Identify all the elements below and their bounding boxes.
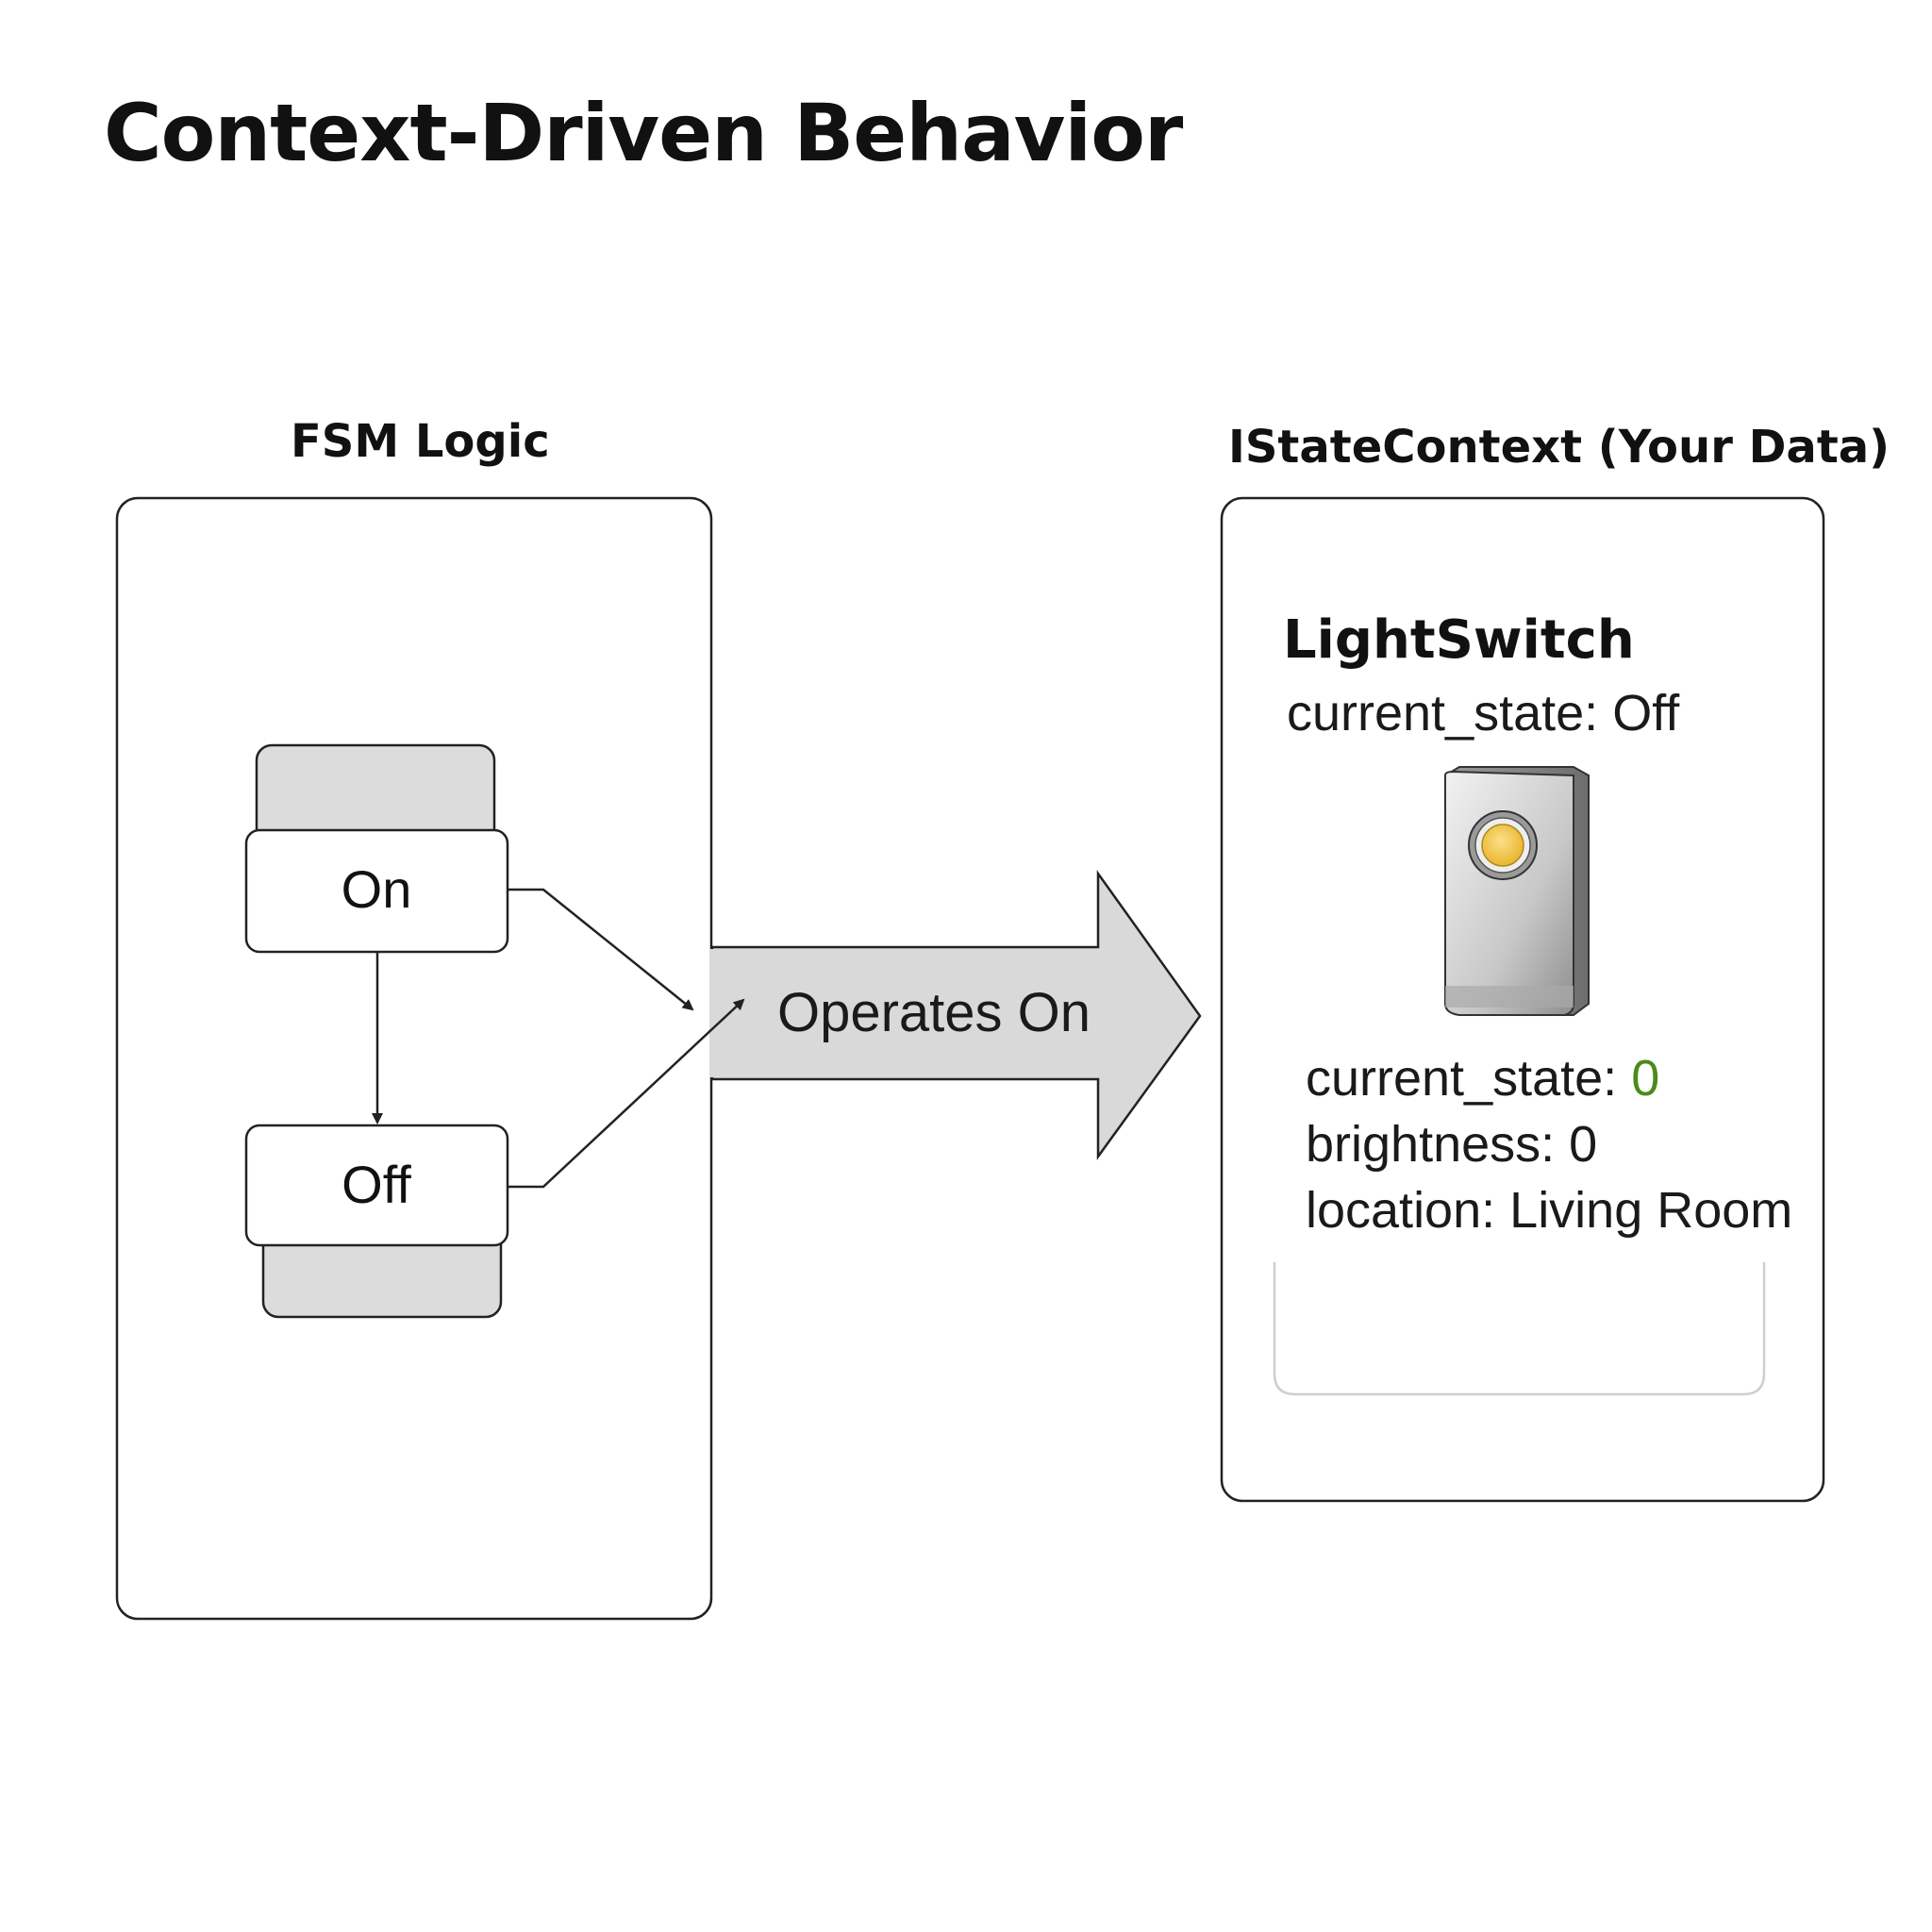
operates-on-arrow bbox=[710, 870, 1202, 1160]
field-value: 0 bbox=[1569, 1116, 1598, 1173]
state-off[interactable]: Off bbox=[244, 1124, 509, 1247]
arrow-label: Operates On bbox=[777, 982, 1091, 1043]
context-state-value: Off bbox=[1612, 685, 1680, 741]
field-key: brightness: bbox=[1306, 1116, 1556, 1173]
context-state-label: current_state: bbox=[1287, 685, 1599, 741]
field-brightness: brightness: 0 bbox=[1306, 1115, 1597, 1174]
field-current-state: current_state: 0 bbox=[1306, 1049, 1659, 1108]
context-inner-tray bbox=[1273, 1262, 1766, 1396]
context-current-state-line: current_state: Off bbox=[1287, 684, 1679, 742]
fsm-panel bbox=[115, 496, 713, 1621]
transition-off-to-arrow bbox=[508, 998, 745, 1189]
field-location: location: Living Room bbox=[1306, 1181, 1792, 1240]
state-on[interactable]: On bbox=[244, 828, 509, 954]
fsm-panel-heading: FSM Logic bbox=[291, 415, 550, 468]
field-key: location: bbox=[1306, 1182, 1496, 1239]
context-object-name: LightSwitch bbox=[1283, 609, 1635, 671]
page-title: Context-Driven Behavior bbox=[104, 87, 1183, 179]
state-off-label: Off bbox=[341, 1155, 411, 1214]
state-on-label: On bbox=[341, 859, 412, 919]
field-key: current_state: bbox=[1306, 1050, 1618, 1107]
field-value: Living Room bbox=[1509, 1182, 1793, 1239]
transition-on-to-arrow bbox=[508, 888, 694, 1011]
context-panel-heading: IStateContext (Your Data) bbox=[1228, 421, 1890, 474]
field-value: 0 bbox=[1631, 1050, 1660, 1107]
light-switch-icon bbox=[1444, 766, 1590, 1016]
